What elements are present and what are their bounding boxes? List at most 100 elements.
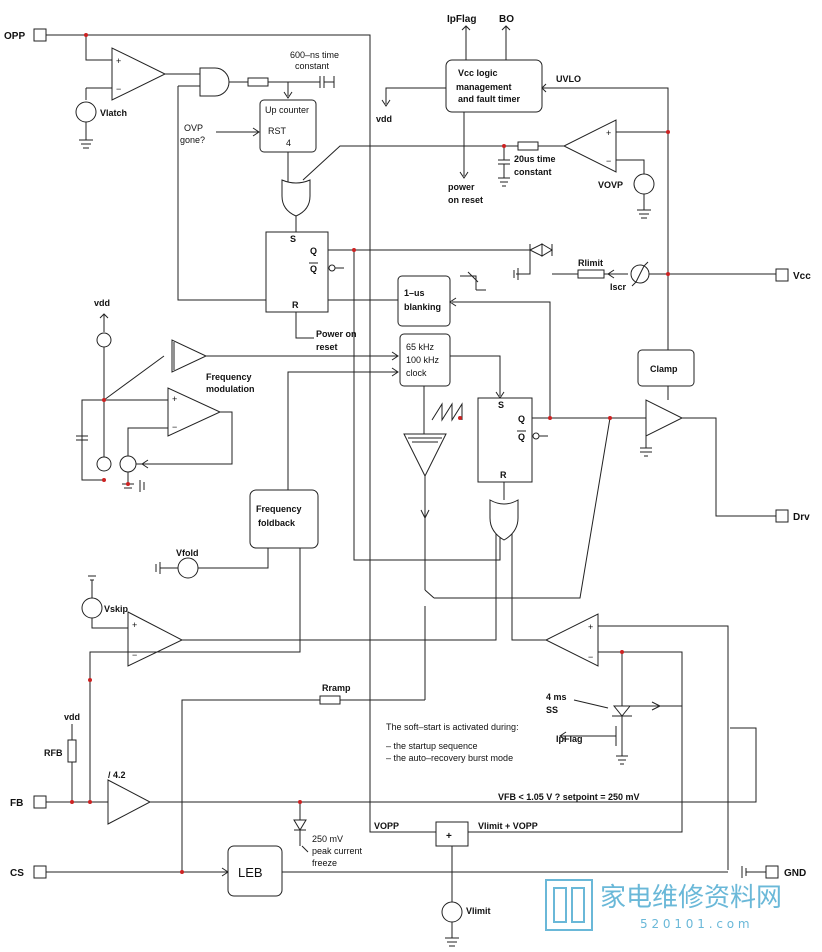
svg-text:– the startup sequence: – the startup sequence	[386, 741, 478, 751]
svg-text:on reset: on reset	[448, 195, 483, 205]
svg-text:vdd: vdd	[94, 298, 110, 308]
pin-opp: OPP	[4, 28, 47, 42]
svg-text:Iscr: Iscr	[610, 282, 627, 292]
svg-text:+: +	[606, 128, 611, 138]
driver-buffer	[434, 399, 776, 599]
svg-text:S: S	[290, 234, 296, 244]
svg-text:Frequency: Frequency	[206, 372, 252, 382]
svg-text:FB: FB	[10, 798, 23, 809]
svg-text:+: +	[172, 394, 177, 404]
or-gate-main	[182, 499, 546, 641]
svg-text:Q: Q	[310, 264, 317, 274]
delay-resistor: 600–ns time constant	[229, 50, 339, 99]
svg-text:IpFlag: IpFlag	[447, 14, 476, 25]
fb-section: vdd RFB / 4.2 VFB < 1.05 V ? setpoint = …	[44, 712, 757, 868]
svg-text:constant: constant	[295, 61, 330, 71]
svg-text:The soft–start is activated du: The soft–start is activated during:	[386, 722, 519, 732]
svg-text:Rramp: Rramp	[322, 683, 351, 693]
svg-text:BO: BO	[499, 14, 514, 25]
svg-text:vdd: vdd	[64, 712, 80, 722]
pin-gnd: GND	[765, 865, 806, 879]
svg-text:/ 4.2: / 4.2	[108, 770, 126, 780]
opp-wiring	[46, 34, 436, 833]
pin-ipflag-top: IpFlag	[447, 14, 476, 60]
iscr-path: Rlimit Iscr	[513, 243, 776, 292]
svg-text:1–us: 1–us	[404, 288, 425, 298]
svg-text:and fault timer: and fault timer	[458, 94, 521, 104]
svg-text:Q: Q	[518, 414, 525, 424]
svg-text:IpFlag: IpFlag	[556, 734, 583, 744]
svg-text:peak current: peak current	[312, 846, 363, 856]
sum-node: + VOPP Vlimit + VOPP Vlimit	[374, 821, 538, 947]
svg-text:4 ms: 4 ms	[546, 692, 567, 702]
clock-block: 65 kHz 100 kHz clock	[399, 333, 505, 434]
softstart-note: The soft–start is activated during: – th…	[386, 722, 519, 763]
svg-text:+: +	[588, 622, 593, 632]
svg-text:CS: CS	[10, 868, 24, 879]
svg-text:Clamp: Clamp	[650, 364, 678, 374]
svg-text:Vlimit + VOPP: Vlimit + VOPP	[478, 821, 538, 831]
svg-text:Rlimit: Rlimit	[578, 258, 603, 268]
svg-text:RST: RST	[268, 126, 287, 136]
svg-text:– the auto–recovery burst mode: – the auto–recovery burst mode	[386, 753, 513, 763]
svg-text:+: +	[116, 56, 121, 66]
svg-text:modulation: modulation	[206, 384, 255, 394]
svg-text:250 mV: 250 mV	[312, 834, 343, 844]
svg-text:+: +	[446, 831, 452, 842]
vlatch-source: Vlatch	[75, 101, 127, 149]
svg-text:Vfold: Vfold	[176, 548, 199, 558]
svg-text:5 2 0 1 0 1 . c o m: 5 2 0 1 0 1 . c o m	[640, 917, 750, 931]
pin-drv: Drv	[775, 509, 810, 523]
cs-leb: LEB	[46, 845, 766, 897]
peak-comparator: + −	[468, 613, 729, 870]
or-gate-top	[281, 145, 520, 232]
svg-text:VFB < 1.05 V ? setpoint = 250: VFB < 1.05 V ? setpoint = 250 mV	[498, 792, 640, 802]
svg-text:foldback: foldback	[258, 518, 296, 528]
svg-text:Frequency: Frequency	[256, 504, 302, 514]
svg-text:UVLO: UVLO	[556, 74, 581, 84]
clamp-block: Clamp	[637, 274, 695, 400]
svg-text:Up counter: Up counter	[265, 105, 309, 115]
svg-text:power: power	[448, 182, 475, 192]
svg-text:100 kHz: 100 kHz	[406, 355, 440, 365]
svg-text:RFB: RFB	[44, 748, 63, 758]
svg-text:vdd: vdd	[376, 114, 392, 124]
and-gate	[165, 67, 400, 301]
pin-bo-top: BO	[499, 14, 514, 60]
ramp-buffer	[403, 433, 447, 590]
svg-text:freeze: freeze	[312, 858, 337, 868]
svg-text:Vcc: Vcc	[793, 271, 811, 282]
svg-text:65 kHz: 65 kHz	[406, 342, 435, 352]
svg-text:blanking: blanking	[404, 302, 441, 312]
freq-modulation: vdd + − Frequency modulation	[76, 298, 399, 492]
svg-text:S: S	[498, 400, 504, 410]
svg-text:SS: SS	[546, 705, 558, 715]
vskip-comparator: Vskip + −	[81, 575, 300, 667]
svg-text:Power on: Power on	[316, 329, 357, 339]
svg-text:−: −	[606, 156, 611, 166]
svg-text:Vcc logic: Vcc logic	[458, 68, 498, 78]
svg-text:OVP: OVP	[184, 123, 203, 133]
pin-fb: FB	[10, 795, 47, 809]
latch-flipflop: S Q Q R Power on reset	[265, 231, 530, 561]
pin-vcc: Vcc	[775, 268, 811, 282]
svg-text:4: 4	[286, 138, 291, 148]
svg-text:Vlimit: Vlimit	[466, 906, 491, 916]
svg-text:LEB: LEB	[238, 865, 263, 880]
svg-text:Q: Q	[310, 246, 317, 256]
svg-text:+: +	[132, 620, 137, 630]
soft-start: 4 ms SS IpFlag	[546, 692, 682, 765]
svg-text:VOVP: VOVP	[598, 180, 623, 190]
svg-text:gone?: gone?	[180, 135, 205, 145]
svg-text:GND: GND	[784, 868, 806, 879]
svg-text:R: R	[292, 300, 299, 310]
svg-text:OPP: OPP	[4, 31, 25, 42]
svg-text:Vlatch: Vlatch	[100, 108, 127, 118]
vcc-logic-block: Vcc logic management and fault timer vdd…	[376, 59, 669, 274]
up-counter: Up counter RST 4 OVP gone?	[180, 99, 317, 182]
svg-text:−: −	[172, 422, 177, 432]
freq-foldback: Frequency foldback Vfold	[89, 367, 399, 802]
svg-text:R: R	[500, 470, 507, 480]
pin-cs: CS	[10, 865, 47, 879]
svg-text:reset: reset	[316, 342, 338, 352]
